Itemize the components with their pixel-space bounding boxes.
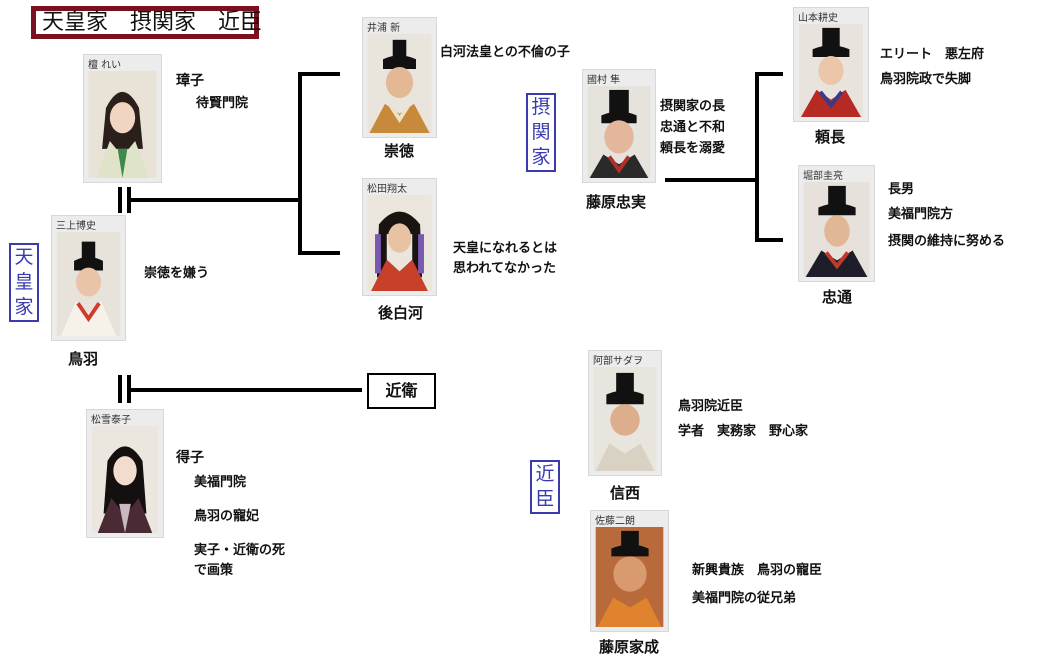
group-char: 臣 — [532, 487, 558, 512]
note-tadamichi: 摂関の維持に努める — [888, 230, 1005, 249]
person-name-sutoku: 崇徳 — [384, 140, 414, 161]
actor-name: 佐藤二朗 — [595, 512, 635, 527]
note-yorinaga: 鳥羽院政で失脚 — [880, 68, 971, 87]
actor-name: 檀 れい — [88, 56, 121, 71]
group-char: 摂 — [528, 95, 554, 120]
connector-line — [755, 72, 783, 76]
portrait-card-shoshi: 檀 れい — [83, 54, 162, 183]
portrait-card-toba: 三上博史 — [51, 215, 126, 341]
person-name-toba: 鳥羽 — [68, 348, 98, 369]
connector-line — [130, 198, 302, 202]
connector-line — [298, 72, 340, 76]
note-tokushi: 実子・近衛の死 — [194, 539, 285, 558]
actor-name: 阿部サダヲ — [593, 352, 643, 367]
portrait-image — [56, 232, 121, 336]
portrait-image — [91, 426, 159, 533]
portrait-image — [803, 182, 870, 277]
group-char: 関 — [528, 120, 554, 145]
portrait-image — [367, 34, 432, 133]
note-tadamichi: 長男 — [888, 178, 914, 197]
connector-line — [665, 178, 759, 182]
connector-line — [755, 238, 783, 242]
note-tadamichi: 美福門院方 — [888, 203, 953, 222]
note-toba: 崇徳を嫌う — [144, 262, 209, 281]
marriage-mark — [118, 187, 122, 213]
note-ienari: 美福門院の従兄弟 — [692, 587, 796, 606]
marriage-mark — [127, 187, 131, 213]
note-ienari: 新興貴族 鳥羽の寵臣 — [692, 559, 822, 578]
portrait-image — [367, 195, 432, 291]
actor-name: 山本耕史 — [798, 9, 838, 24]
portrait-card-sutoku: 井浦 新 — [362, 17, 437, 138]
portrait-card-goshirakawa: 松田翔太 — [362, 178, 437, 296]
portrait-card-tadazane: 國村 隼 — [582, 69, 656, 183]
person-name-ienari: 藤原家成 — [599, 636, 659, 657]
note-tokushi: で画策 — [194, 559, 233, 578]
portrait-card-tadamichi: 堀部圭亮 — [798, 165, 875, 282]
person-name-tadazane: 藤原忠実 — [586, 191, 646, 212]
group-char: 家 — [528, 145, 554, 170]
person-name-tokushi: 得子 — [176, 447, 204, 467]
person-name-goshirakawa: 後白河 — [378, 302, 423, 323]
connector-line — [298, 251, 340, 255]
group-label-kinshin: 近 臣 — [530, 460, 560, 514]
actor-name: 國村 隼 — [587, 71, 620, 86]
connector-line — [130, 388, 362, 392]
person-name-shoshi: 璋子 — [176, 70, 204, 90]
group-label-tennouke: 天 皇 家 — [9, 243, 39, 322]
note-tadazane: 忠通と不和 — [660, 116, 725, 135]
person-name-yorinaga: 頼長 — [815, 126, 845, 147]
actor-name: 松田翔太 — [367, 180, 407, 195]
note-shinzei: 鳥羽院近臣 — [678, 395, 743, 414]
portrait-image — [595, 527, 664, 627]
note-yorinaga: エリート 悪左府 — [880, 43, 984, 62]
person-name-shinzei: 信西 — [610, 482, 640, 503]
actor-name: 松雪泰子 — [91, 411, 131, 426]
portrait-card-tokushi: 松雪泰子 — [86, 409, 164, 538]
note-sutoku: 白河法皇との不倫の子 — [440, 41, 570, 60]
portrait-card-yorinaga: 山本耕史 — [793, 7, 869, 122]
portrait-image — [798, 24, 864, 117]
group-char: 家 — [11, 295, 37, 320]
portrait-image — [593, 367, 657, 471]
group-char: 皇 — [11, 270, 37, 295]
konoe-box: 近衛 — [367, 373, 436, 409]
marriage-mark — [127, 375, 131, 403]
note-tokushi: 美福門院 — [194, 471, 246, 490]
marriage-mark — [118, 375, 122, 403]
note-tadazane: 頼長を溺愛 — [660, 137, 725, 156]
person-name-tadamichi: 忠通 — [822, 286, 852, 307]
note-tokushi: 鳥羽の寵妃 — [194, 505, 259, 524]
connector-line — [755, 72, 759, 242]
connector-line — [298, 72, 302, 255]
note-tadazane: 摂関家の長 — [660, 95, 725, 114]
diagram-title: 天皇家 摂関家 近臣 — [31, 6, 259, 39]
actor-name: 三上博史 — [56, 217, 96, 232]
group-char: 近 — [532, 462, 558, 487]
note-shoshi: 待賢門院 — [196, 92, 248, 111]
actor-name: 井浦 新 — [367, 19, 400, 34]
note-goshirakawa: 天皇になれるとは — [453, 237, 557, 256]
group-label-sekkanke: 摂 関 家 — [526, 93, 556, 172]
portrait-image — [88, 71, 157, 178]
note-shinzei: 学者 実務家 野心家 — [678, 420, 808, 439]
actor-name: 堀部圭亮 — [803, 167, 843, 182]
group-char: 天 — [11, 245, 37, 270]
portrait-card-ienari: 佐藤二朗 — [590, 510, 669, 632]
portrait-card-shinzei: 阿部サダヲ — [588, 350, 662, 476]
portrait-image — [587, 86, 651, 178]
note-goshirakawa: 思われてなかった — [453, 257, 556, 276]
